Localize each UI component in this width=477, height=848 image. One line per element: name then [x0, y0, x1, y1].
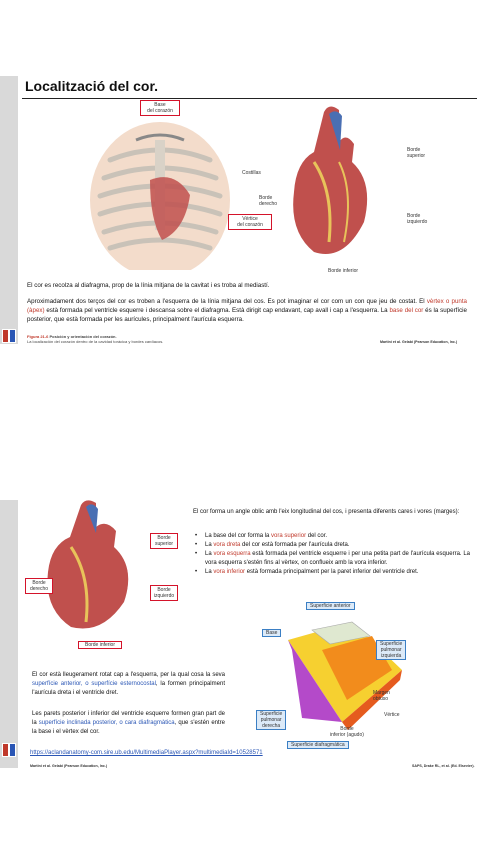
para-highlight-diaphragmatic: superfície inclinada posterior, o cara d…	[38, 720, 175, 726]
bullet-text: La	[205, 542, 214, 548]
university-logo-icon	[2, 329, 16, 343]
diagram-superficie-pulmonar-derecha: Superficie pulmonar derecha	[256, 710, 287, 730]
bullet-text: del cor.	[306, 533, 328, 539]
diagram-base: Base	[262, 629, 282, 637]
diagram-borde-inferior-agudo: Borde inferior (agudo)	[330, 726, 364, 738]
slide2-bullet-list: La base del cor forma la vora superior d…	[193, 532, 470, 577]
bullet-highlight: vora dreta	[213, 542, 241, 548]
slide1-sidebar	[0, 76, 18, 344]
para-text: , que s'estén entre la base i el vèrtex …	[32, 720, 225, 735]
bullet-vora-esquerra: La vora esquerra està formada pel ventri…	[193, 550, 470, 568]
slide2-label-borde-inferior: Borde inferior	[78, 641, 122, 649]
label-borde-inferior: Borde inferior	[328, 268, 359, 274]
caption-figure-number: Figura 21-6	[27, 334, 49, 339]
bullet-text: La base del cor forma la	[205, 533, 272, 539]
slide1-title: Localització del cor.	[25, 78, 159, 94]
para2-highlight-vertex: vèrtex o punta (àpex)	[27, 298, 468, 314]
label-base-del-corazon: Base del corazón	[140, 100, 180, 116]
diagram-vertice: Vértice	[384, 712, 400, 718]
slide2-intro: El cor forma un angle oblic amb l'eix lo…	[193, 509, 460, 515]
slide2-paragraph-anterior-surface: El cor està lleugerament rotat cap a l'e…	[32, 671, 225, 698]
bullet-vora-inferior: La vora inferior està formada principalm…	[193, 568, 470, 577]
bullet-text: La	[205, 551, 214, 557]
slide1-title-rule	[22, 98, 477, 99]
university-logo-icon	[2, 743, 16, 757]
diagram-superficie-anterior: Superficie anterior	[306, 602, 355, 610]
slide2-credit-right: SAPS, Drake RL, et al. (Ed. Elsevier).	[412, 764, 475, 768]
heart-borders-illustration	[47, 500, 129, 629]
slide1-credit: Martini et al. Gelabi (Pearson Education…	[380, 340, 458, 344]
diagram-superficie-pulmonar-izquierda: Superficie pulmonar izquierda	[376, 640, 407, 660]
para2-text-a: Aproximadament dos terços del cor es tro…	[27, 298, 427, 305]
label-costillas: Costillas	[242, 170, 261, 176]
acland-anatomy-link[interactable]: https://aclandanatomy-com.sire.ub.edu/Mu…	[30, 750, 263, 756]
slide1-paragraph-1: El cor es recolza al diafragma, prop de …	[27, 282, 270, 289]
slide1-paragraph-2: Aproximadament dos terços del cor es tro…	[27, 297, 467, 324]
label-vertice-del-corazon: Vértice del corazón	[228, 214, 272, 230]
diagram-superficie-diafragmatica: Superficie diafragmática	[287, 741, 349, 749]
bullet-highlight: vora superior	[271, 533, 307, 539]
bullet-text: està formada pel ventricle esquerre i pe…	[205, 551, 470, 566]
diagram-margen-obtuso: Margen obtuso	[373, 690, 390, 702]
bullet-text: La	[205, 569, 214, 575]
slide2-paragraph-diaphragmatic-surface: Les parets posterior i inferior del vent…	[32, 710, 225, 737]
bullet-highlight: vora esquerra	[213, 551, 251, 557]
bullet-text: del cor està formada per l'aurícula dret…	[240, 542, 350, 548]
para2-text-c: és la superfície posterior, que està for…	[27, 307, 467, 323]
heart-surfaces-prism-diagram	[288, 621, 402, 730]
slide2-label-borde-superior: Borde superior	[150, 533, 178, 549]
slide2-label-borde-derecho: Borde derecho	[25, 578, 53, 594]
slide1-figure-caption: Figura 21-6 Posición y orientación del c…	[27, 334, 277, 344]
para-highlight-anterior: superfície anterior, o superfície estern…	[32, 681, 156, 687]
label-borde-derecho: Borde derecho	[259, 195, 278, 207]
para-text: El cor està lleugerament rotat cap a l'e…	[32, 672, 225, 678]
slide2-label-borde-izquierdo: Borde izquierdo	[150, 585, 178, 601]
bullet-vora-dreta: La vora dreta del cor està formada per l…	[193, 541, 470, 550]
bullet-text: està formada principalment per la paret …	[245, 569, 419, 575]
slide2-sidebar	[0, 500, 18, 768]
label-borde-superior: Borde superior	[407, 147, 426, 159]
thorax-heart-illustration	[90, 122, 230, 270]
slide2-credit-left: Martini et al. Gelabi (Pearson Education…	[30, 764, 108, 768]
para-text: , la formen principalment l'aurícula dre…	[32, 681, 225, 696]
caption-text: La localización del corazón dentro de la…	[27, 339, 164, 344]
para2-text-b: està formada pel ventricle esquerre i de…	[44, 307, 390, 314]
caption-title: Posición y orientación del corazón.	[49, 334, 117, 339]
bullet-highlight: vora inferior	[213, 569, 246, 575]
label-borde-izquierdo: Borde izquierdo	[407, 213, 428, 225]
heart-anterior-illustration	[293, 106, 368, 254]
label-base-text: Base del corazón	[147, 102, 173, 114]
bullet-vora-superior: La base del cor forma la vora superior d…	[193, 532, 470, 541]
para-text: Les parets posterior i inferior del vent…	[32, 711, 225, 726]
para2-highlight-base: base del cor	[389, 307, 424, 314]
